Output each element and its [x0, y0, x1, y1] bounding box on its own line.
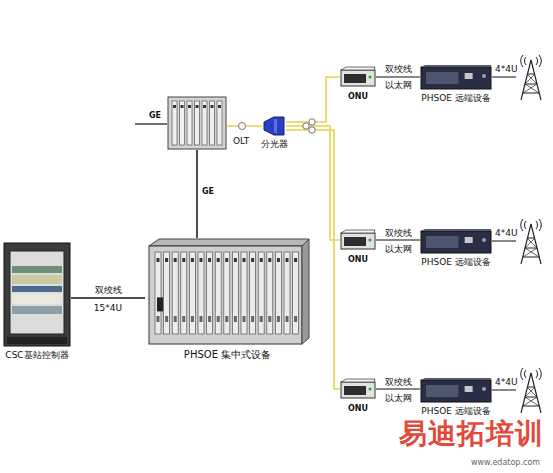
optical-splitter: 分光器 — [262, 116, 286, 136]
device-label: ONU — [348, 403, 368, 414]
link-label: 4*4U — [494, 377, 519, 388]
cable-link — [196, 150, 198, 238]
link-label: 15*4U — [93, 303, 123, 314]
device-label: PHSOE 远端设备 — [421, 257, 491, 268]
olt-chassis: OLT — [167, 96, 227, 150]
rack-drawing — [145, 238, 310, 346]
device-label: PHSOE 集中式设备 — [184, 349, 271, 360]
remote-unit: PHSOE 远端设备 — [420, 377, 492, 403]
cable-link — [376, 389, 420, 390]
olt-drawing — [167, 96, 227, 150]
remote-unit: PHSOE 远端设备 — [420, 64, 492, 90]
base-station-tower — [521, 368, 542, 413]
fiber-connectors — [239, 119, 316, 133]
device-label: PHSOE 远端设备 — [421, 406, 491, 417]
onu-unit: ONU — [340, 378, 376, 400]
onu-unit: ONU — [340, 229, 376, 251]
watermark-url: www.edatop.com — [470, 457, 541, 468]
remote-unit: PHSOE 远端设备 — [420, 228, 492, 254]
onu-drawing — [340, 378, 376, 400]
onu-drawing — [340, 229, 376, 251]
watermark: 易迪拓培训 — [398, 418, 545, 450]
link-label: GE — [148, 110, 162, 121]
onu-drawing — [340, 66, 376, 88]
cabinet-drawing — [3, 242, 71, 347]
edge-label: 双绞线 — [94, 285, 123, 296]
remote-drawing — [420, 64, 492, 90]
cable-link — [71, 297, 145, 298]
fiber-link — [286, 130, 340, 389]
edge-label: 双绞线 — [384, 228, 413, 239]
fiber-link — [286, 77, 340, 122]
cable-link — [376, 240, 420, 241]
device-label: OLT — [233, 136, 249, 147]
device-label: ONU — [348, 91, 368, 102]
edge-label: 双绞线 — [384, 64, 413, 75]
cable-link — [376, 77, 420, 78]
splitter-drawing — [262, 116, 286, 136]
link-label: 4*4U — [494, 64, 519, 75]
device-label: ONU — [348, 254, 368, 265]
central-rack: PHSOE 集中式设备 — [145, 238, 310, 346]
device-label: CSC基站控制器 — [5, 350, 68, 361]
fiber-link — [286, 126, 340, 240]
remote-drawing — [420, 377, 492, 403]
ge-uplink — [135, 123, 167, 124]
base-station-tower — [521, 55, 542, 100]
device-label: 分光器 — [261, 139, 288, 150]
remote-drawing — [420, 228, 492, 254]
base-station-tower — [521, 219, 542, 264]
link-label: 以太网 — [384, 80, 413, 91]
edge-label: GE — [201, 186, 215, 197]
onu-unit: ONU — [340, 66, 376, 88]
link-label: 以太网 — [384, 393, 413, 404]
edge-label: 双绞线 — [384, 377, 413, 388]
device-label: PHSOE 远端设备 — [421, 93, 491, 104]
link-label: 4*4U — [494, 228, 519, 239]
controller-cabinet: CSC基站控制器 — [3, 242, 71, 347]
link-label: 以太网 — [384, 244, 413, 255]
